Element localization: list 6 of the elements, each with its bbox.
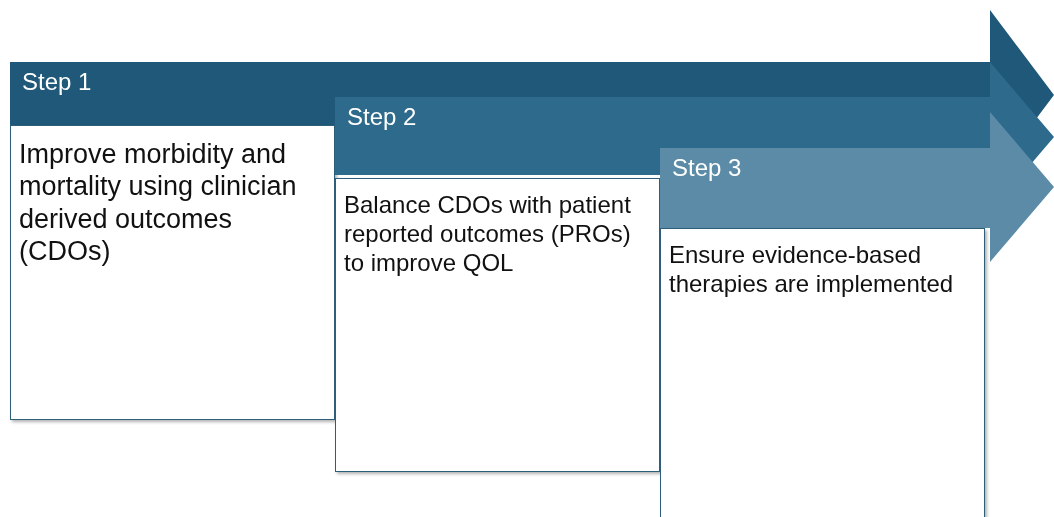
step-heading: Step 3	[672, 154, 742, 182]
step-heading: Step 1	[22, 68, 92, 96]
text-box: Improve morbidity and mortality using clinician derived outcomes (CDOs)	[10, 125, 335, 420]
text-box: Balance CDOs with patient reported outcomes (PROs) to improve QOL	[335, 178, 660, 472]
text-box: Ensure evidence-based therapies are implemented	[660, 228, 985, 517]
step-heading: Step 2	[347, 103, 417, 131]
